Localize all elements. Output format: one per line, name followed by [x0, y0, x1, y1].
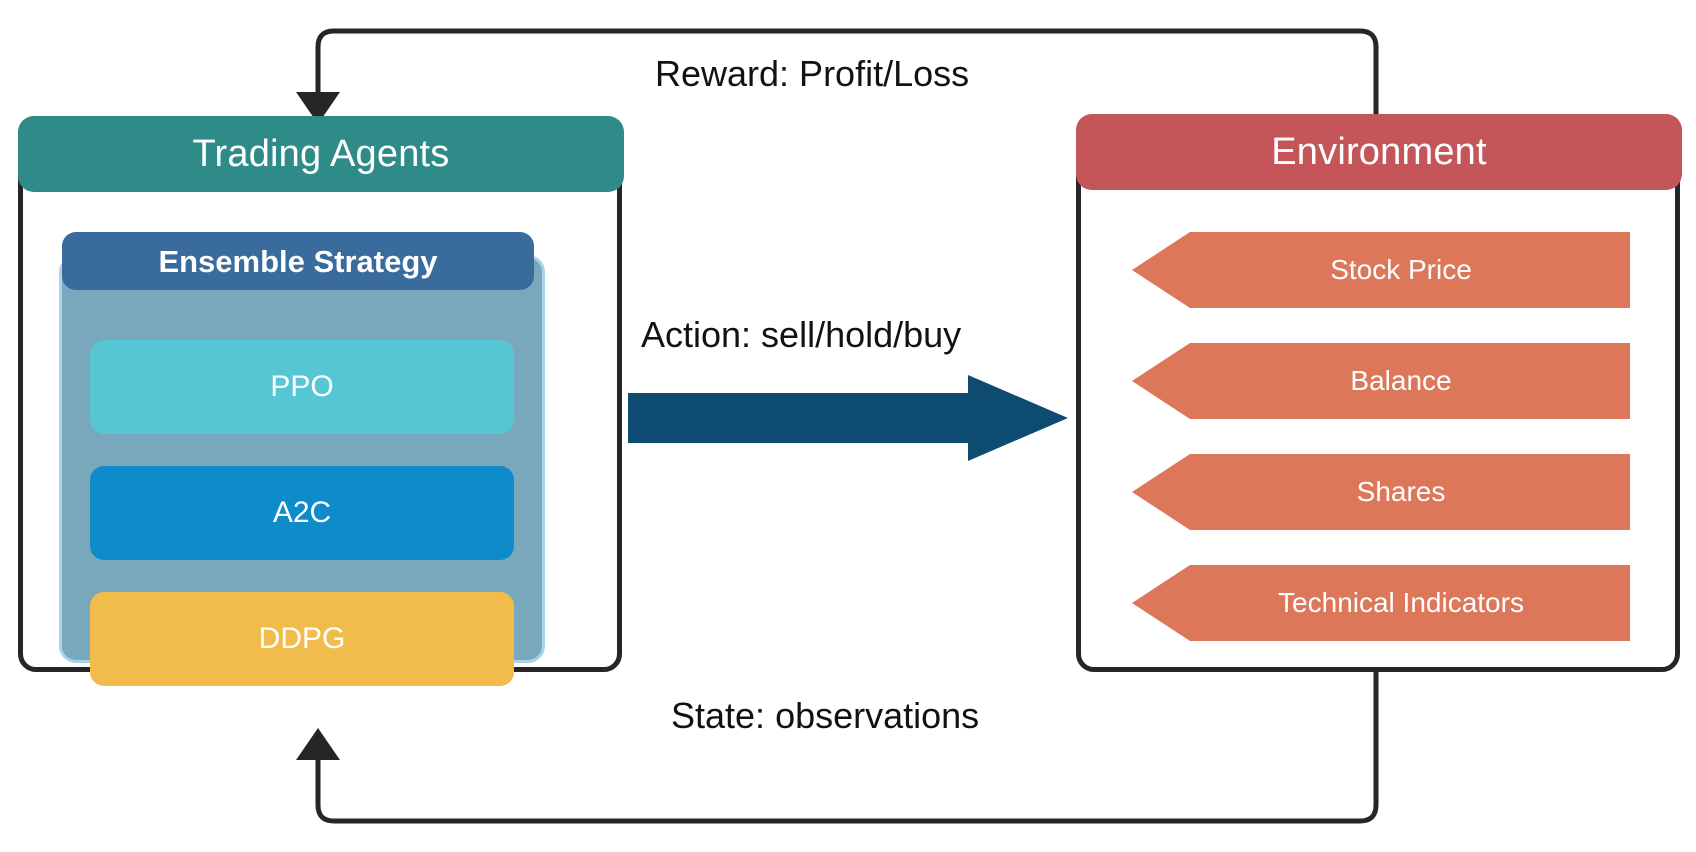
algorithm-chip-ddpg[interactable]: DDPG [90, 592, 514, 686]
ensemble-strategy-group: PPO A2C DDPG Ensemble Strategy [62, 232, 542, 686]
algorithm-label: PPO [270, 370, 334, 403]
state-arrowhead [296, 728, 340, 760]
environment-item-balance[interactable]: Balance [1132, 343, 1630, 419]
trading-agents-header: Trading Agents [18, 116, 624, 192]
algorithm-chip-ppo[interactable]: PPO [90, 340, 514, 434]
environment-item-label: Shares [1356, 476, 1446, 507]
action-arrow-value: {-k, ..., 1, 0, 1, ..., k} [35, 25, 305, 61]
environment-title: Environment [1271, 131, 1487, 173]
environment-item-technical-indicators[interactable]: Technical Indicators [1132, 565, 1630, 641]
environment-item-shares[interactable]: Shares [1132, 454, 1630, 530]
environment-item-stock-price[interactable]: Stock Price [1132, 232, 1630, 308]
environment-item-label: Technical Indicators [1278, 587, 1524, 618]
ensemble-strategy-header: Ensemble Strategy [62, 232, 534, 290]
reward-edge-label: Reward: Profit/Loss [655, 53, 970, 94]
environment-item-label: Stock Price [1330, 254, 1472, 285]
action-arrow [628, 375, 1068, 461]
algorithm-label: DDPG [258, 622, 346, 655]
environment-header: Environment [1076, 114, 1682, 190]
algorithm-chip-a2c[interactable]: A2C [90, 466, 514, 560]
environment-item-label: Balance [1350, 365, 1452, 396]
state-edge-label: State: observations [671, 695, 980, 736]
action-edge-label: Action: sell/hold/buy [641, 314, 962, 355]
ensemble-strategy-title: Ensemble Strategy [158, 243, 438, 279]
ensemble-strategy-panel: PPO A2C DDPG [62, 258, 542, 686]
trading-agents-title: Trading Agents [192, 133, 450, 175]
algorithm-label: A2C [272, 496, 332, 529]
